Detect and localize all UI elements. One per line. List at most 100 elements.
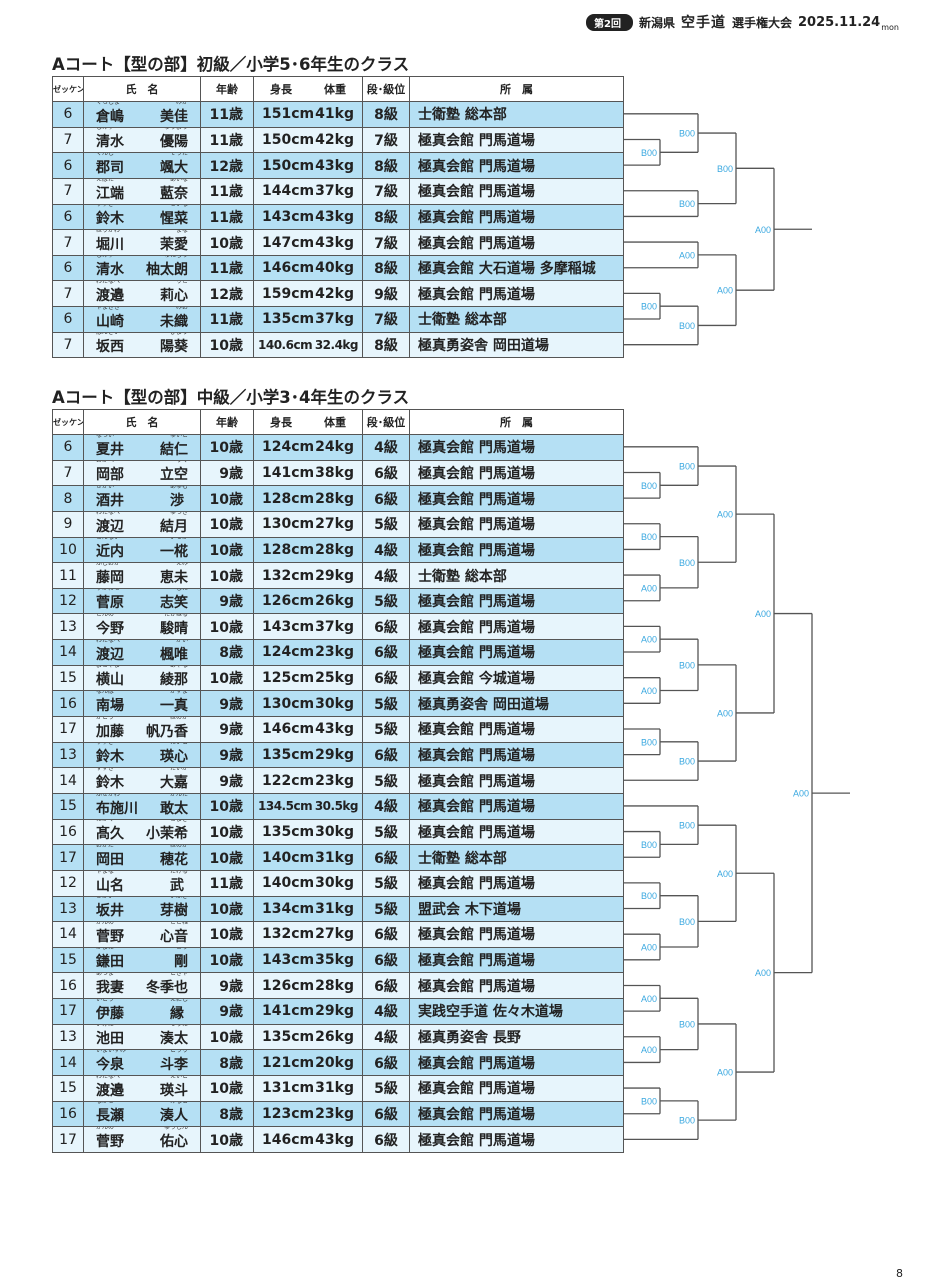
weight: 26kg — [315, 1029, 354, 1046]
zekken-number: 7 — [52, 177, 84, 205]
family-name-kana: すずき — [96, 204, 115, 209]
given-name-text: 莉心 — [160, 288, 188, 305]
col-height-weight: 身長体重 — [253, 409, 363, 435]
match-label: B00 — [641, 840, 657, 850]
competitor-name: さかい坂井いぶき芽樹 — [83, 895, 201, 923]
family-name-text: 南場 — [96, 698, 124, 715]
given-name: ゆいと結仁 — [160, 435, 188, 458]
given-name-kana: ここね — [169, 921, 188, 926]
family-name: やまざき山崎 — [96, 308, 124, 331]
family-name-text: 菅原 — [96, 595, 124, 612]
height: 141cm — [262, 1003, 315, 1020]
grade: 4級 — [362, 1023, 410, 1051]
family-name-kana: あづま — [96, 972, 115, 978]
zekken-number: 7 — [52, 126, 84, 154]
height: 124cm — [262, 439, 315, 456]
age: 9歳 — [200, 998, 254, 1025]
family-name-text: 鈴木 — [96, 774, 124, 791]
family-name: ながせ長瀬 — [96, 1102, 124, 1125]
given-name-kana: えにし — [169, 998, 188, 1003]
family-name-kana: なつい — [96, 434, 115, 439]
competitor-name: えばた江端あいな藍奈 — [83, 177, 201, 205]
given-name-text: 渉 — [169, 492, 184, 509]
grade: 5級 — [362, 895, 410, 923]
zekken-number: 6 — [52, 203, 84, 231]
weight: 31kg — [315, 849, 354, 866]
weight: 41kg — [315, 106, 354, 123]
dojo: 極真会館 門馬道場 — [409, 869, 624, 897]
family-name-kana: よこやま — [96, 665, 121, 670]
dojo: 極真会館 門馬道場 — [409, 459, 624, 487]
given-name-kana: しえ — [175, 588, 188, 593]
match-label: A00 — [641, 583, 657, 593]
given-name: みお未織 — [160, 308, 188, 331]
given-name: ゆうよう優陽 — [160, 128, 188, 151]
given-name: ゆづき結月 — [160, 511, 188, 535]
given-name-kana: とうり — [169, 1049, 188, 1055]
family-name-text: 江端 — [96, 185, 124, 202]
weight: 25kg — [315, 670, 354, 687]
given-name: まな茉愛 — [160, 231, 188, 254]
grade: 6級 — [362, 972, 410, 1000]
dojo: 極真会館 門馬道場 — [409, 485, 624, 512]
family-name-kana: すがわら — [96, 588, 121, 593]
age: 10歳 — [200, 229, 254, 256]
family-name: かんの菅野 — [96, 1128, 124, 1151]
match-label: B00 — [679, 1019, 695, 1029]
page-number: 8 — [896, 1267, 903, 1280]
given-name-text: 剛 — [174, 954, 188, 971]
grade: 7級 — [362, 306, 410, 333]
family-name: いとう伊藤 — [96, 1000, 124, 1023]
weight: 24kg — [315, 439, 354, 456]
family-name-kana: こんない — [96, 537, 121, 542]
given-name-kana: ゆづき — [169, 511, 188, 516]
family-name-kana: かまた — [96, 947, 115, 952]
zekken-number: 6 — [52, 434, 84, 461]
col-zekken: ゼッケン — [52, 409, 84, 435]
given-name-kana: かんた — [169, 793, 188, 798]
grade: 6級 — [362, 639, 410, 666]
age: 10歳 — [200, 1023, 254, 1051]
col-name: 氏 名 — [83, 409, 201, 435]
family-name-text: 今泉 — [96, 1057, 124, 1074]
family-name: すがわら菅原 — [96, 588, 124, 612]
zekken-number: 6 — [52, 306, 84, 333]
given-name-text: 柚太朗 — [146, 262, 188, 279]
zekken-number: 15 — [52, 946, 84, 974]
given-name-kana: かずま — [169, 690, 188, 696]
height: 146cm — [262, 260, 315, 277]
family-name-text: 郡司 — [96, 159, 124, 176]
given-name-kana: えいと — [169, 1075, 188, 1080]
dojo: 極真会館 大石道場 多摩稲城 — [409, 254, 624, 282]
given-name: えいと瑛斗 — [160, 1075, 188, 1100]
family-name-kana: わたなべ — [96, 639, 121, 644]
family-name-kana: しみず — [96, 255, 115, 260]
zekken-number: 13 — [52, 895, 84, 923]
competitor-name: すがわら菅原しえ志笑 — [83, 587, 201, 615]
table-header: ゼッケン氏 名年齢身長体重段･級位所 属 — [52, 409, 624, 435]
family-name: こんの今野 — [96, 615, 124, 638]
match-label: A00 — [793, 789, 809, 799]
given-name-kana: あやな — [169, 665, 188, 670]
weight: 30kg — [315, 875, 354, 892]
grade: 5級 — [362, 869, 410, 897]
competitor-name: さかい酒井あゆむ渉 — [83, 485, 201, 512]
given-name-text: 未織 — [160, 313, 188, 330]
given-name-text: 綾那 — [160, 672, 188, 689]
match-label: B00 — [679, 558, 695, 568]
dojo: 極真勇姿舎 長野 — [409, 1023, 624, 1051]
family-name: わたなべ渡辺 — [96, 512, 124, 535]
